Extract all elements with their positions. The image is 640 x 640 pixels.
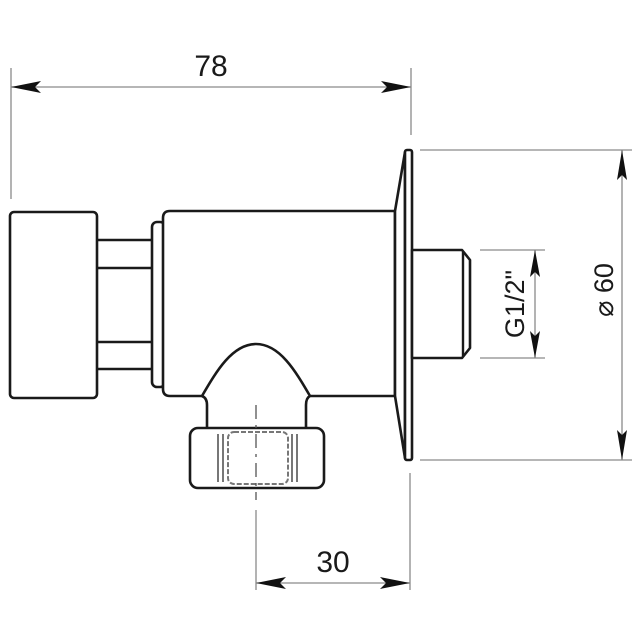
wall-flange [393,148,414,462]
arrowhead-left [11,81,41,93]
outlet-nut [188,426,326,490]
thread-connector [410,248,472,360]
valve-body [161,209,397,398]
dimension-label-thread: G1/2" [500,270,530,338]
dimension-outlet-offset: 30 [255,473,411,590]
arrowhead-right [381,81,411,93]
dimension-overall-length: 78 [10,50,412,199]
dimension-label-78: 78 [194,50,227,83]
dimension-label-30: 30 [316,546,349,579]
valve-knob [8,210,99,400]
valve-stem [97,238,152,371]
dimension-thread: G1/2" [480,249,545,359]
dimension-flange-diameter: ⌀ 60 [420,149,632,461]
dimension-label-diameter: ⌀ 60 [589,263,619,317]
